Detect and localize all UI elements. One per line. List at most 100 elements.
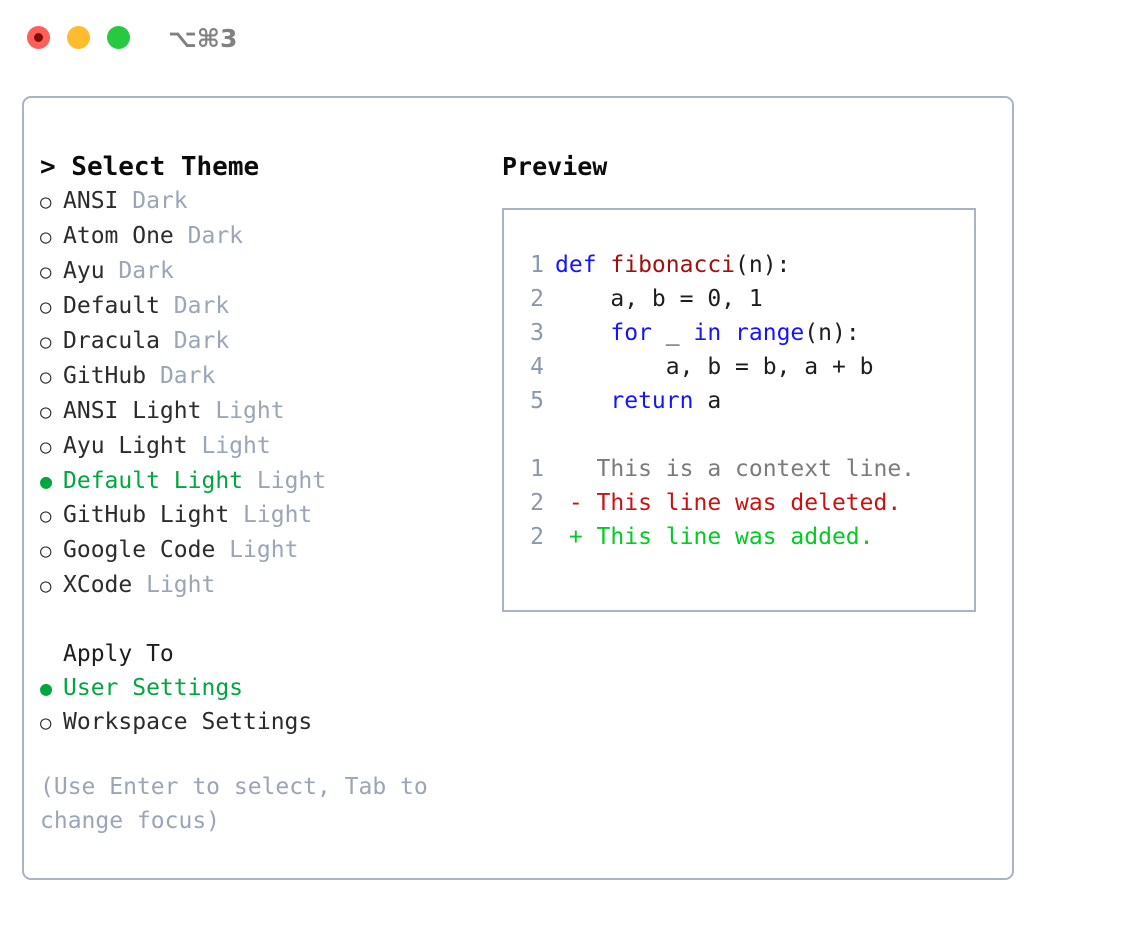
- code-token: [555, 320, 610, 346]
- code-line: 2 a, b = 0, 1: [516, 282, 915, 316]
- theme-option-label: Atom One: [63, 223, 174, 249]
- code-line: 5 return a: [516, 384, 915, 418]
- line-number: 2: [530, 286, 544, 312]
- theme-option-default-light[interactable]: ● Default Light Light: [40, 464, 480, 498]
- code-token: fibonacci: [610, 252, 736, 278]
- apply-to-heading: Apply To: [63, 641, 174, 667]
- theme-option-label: Dracula: [63, 328, 160, 354]
- code-line-content: a, b = 0, 1: [555, 282, 762, 316]
- keyboard-hint-text: (Use Enter to select, Tab to change focu…: [40, 774, 442, 834]
- theme-picker-panel: > Select Theme ○ANSI Dark○Atom One Dark○…: [22, 96, 1014, 880]
- theme-option-ansi-light[interactable]: ○ANSI Light Light: [40, 394, 480, 429]
- code-line-content: This is a context line.: [555, 452, 916, 486]
- code-token: + This line was added.: [555, 524, 874, 550]
- title-bar: ⌥⌘3: [0, 0, 1140, 78]
- spacer: [118, 184, 132, 218]
- code-line-content: + This line was added.: [555, 520, 874, 554]
- radio-unselected-icon: ○: [40, 191, 52, 213]
- theme-option-label: ANSI: [63, 188, 119, 214]
- theme-option-kind: Light: [146, 572, 216, 598]
- maximize-button[interactable]: [107, 26, 130, 49]
- theme-option-kind: Dark: [173, 328, 230, 354]
- close-button[interactable]: [27, 26, 50, 49]
- theme-option-ansi[interactable]: ○ ANSI Dark: [40, 184, 480, 219]
- theme-option-label: Ayu Light: [63, 433, 188, 459]
- code-line-content: def fibonacci(n):: [555, 248, 790, 282]
- radio-unselected-icon: ○: [40, 296, 52, 318]
- theme-option-ayu[interactable]: ○Ayu Dark: [40, 254, 480, 289]
- line-number: 5: [530, 388, 544, 414]
- theme-option-label: Default Light: [63, 468, 244, 494]
- code-line-content: return a: [555, 384, 721, 418]
- code-line: 1 def fibonacci(n):: [516, 248, 915, 282]
- code-token: [721, 320, 735, 346]
- line-number: 2: [530, 490, 544, 516]
- radio-unselected-icon: ○: [40, 575, 52, 597]
- code-token: range: [735, 320, 805, 346]
- code-token: return: [610, 388, 694, 414]
- theme-option-dracula[interactable]: ○ Dracula Dark: [40, 324, 480, 359]
- theme-option-default[interactable]: ○ Default Dark: [40, 289, 480, 324]
- theme-list: ○ANSI Dark○Atom One Dark○Ayu Dark○Defaul…: [40, 184, 480, 603]
- code-diff-separator: [516, 418, 915, 452]
- theme-option-atom-one[interactable]: ○Atom One Dark: [40, 219, 480, 254]
- theme-option-kind: Dark: [132, 188, 188, 214]
- theme-option-label: GitHub Light: [63, 502, 230, 528]
- select-theme-heading: > Select Theme: [40, 152, 260, 182]
- theme-option-kind: Light: [215, 398, 285, 424]
- theme-option-xcode[interactable]: ○XCode Light: [40, 568, 480, 603]
- radio-unselected-icon: ○: [40, 331, 52, 353]
- theme-option-github[interactable]: ○GitHub Dark: [40, 359, 480, 394]
- apply-to-option-label: Workspace Settings: [63, 709, 313, 735]
- apply-to-option-workspace-settings[interactable]: ○ Workspace Settings: [40, 705, 480, 740]
- spacer: [132, 568, 146, 602]
- list-spacer: [40, 603, 480, 637]
- code-token: [555, 388, 610, 414]
- spacer: [243, 464, 257, 498]
- theme-option-kind: Light: [256, 468, 327, 494]
- theme-option-kind: Light: [201, 433, 271, 459]
- code-line: 3 for _ in range(n):: [516, 316, 915, 350]
- theme-option-google-code[interactable]: ○Google Code Light: [40, 533, 480, 568]
- radio-unselected-icon: ○: [40, 226, 52, 248]
- radio-unselected-icon: ○: [40, 401, 52, 423]
- apply-to-option-user-settings[interactable]: ● User Settings: [40, 671, 480, 705]
- radio-selected-icon: ●: [40, 469, 53, 493]
- theme-option-label: Default: [63, 293, 160, 319]
- spacer: [146, 359, 160, 393]
- line-number: 1: [530, 252, 544, 278]
- code-token: - This line was deleted.: [555, 490, 902, 516]
- apply-to-list: ● User Settings ○ Workspace Settings: [40, 671, 480, 740]
- radio-unselected-icon: ○: [40, 436, 52, 458]
- code-token: a, b = b, a + b: [555, 354, 874, 380]
- theme-option-github-light[interactable]: ○GitHub Light Light: [40, 498, 480, 533]
- theme-option-label: Google Code: [63, 537, 216, 563]
- theme-option-kind: Dark: [159, 363, 216, 389]
- code-line-content: for _ in range(n):: [555, 316, 860, 350]
- apply-to-option-label: User Settings: [63, 675, 244, 701]
- code-token: def: [555, 252, 611, 278]
- spacer: [188, 429, 202, 463]
- theme-option-ayu-light[interactable]: ○ Ayu Light Light: [40, 429, 480, 464]
- line-number: 3: [530, 320, 544, 346]
- code-token: (n):: [735, 252, 791, 278]
- spacer: [229, 498, 243, 532]
- theme-option-kind: Light: [229, 537, 299, 563]
- code-token: _: [651, 320, 694, 346]
- line-number: 4: [530, 354, 544, 380]
- radio-unselected-icon: ○: [40, 712, 52, 734]
- theme-option-kind: Dark: [173, 293, 230, 319]
- radio-selected-icon: ●: [40, 676, 53, 700]
- theme-option-kind: Dark: [118, 258, 174, 284]
- spacer: [201, 394, 215, 428]
- code-line: 2 + This line was added.: [516, 520, 915, 554]
- minimize-button[interactable]: [67, 26, 90, 49]
- code-line: 4 a, b = b, a + b: [516, 350, 915, 384]
- spacer: [160, 324, 174, 358]
- theme-selection-column: > Select Theme ○ANSI Dark○Atom One Dark○…: [40, 150, 480, 838]
- code-token: (n):: [804, 320, 860, 346]
